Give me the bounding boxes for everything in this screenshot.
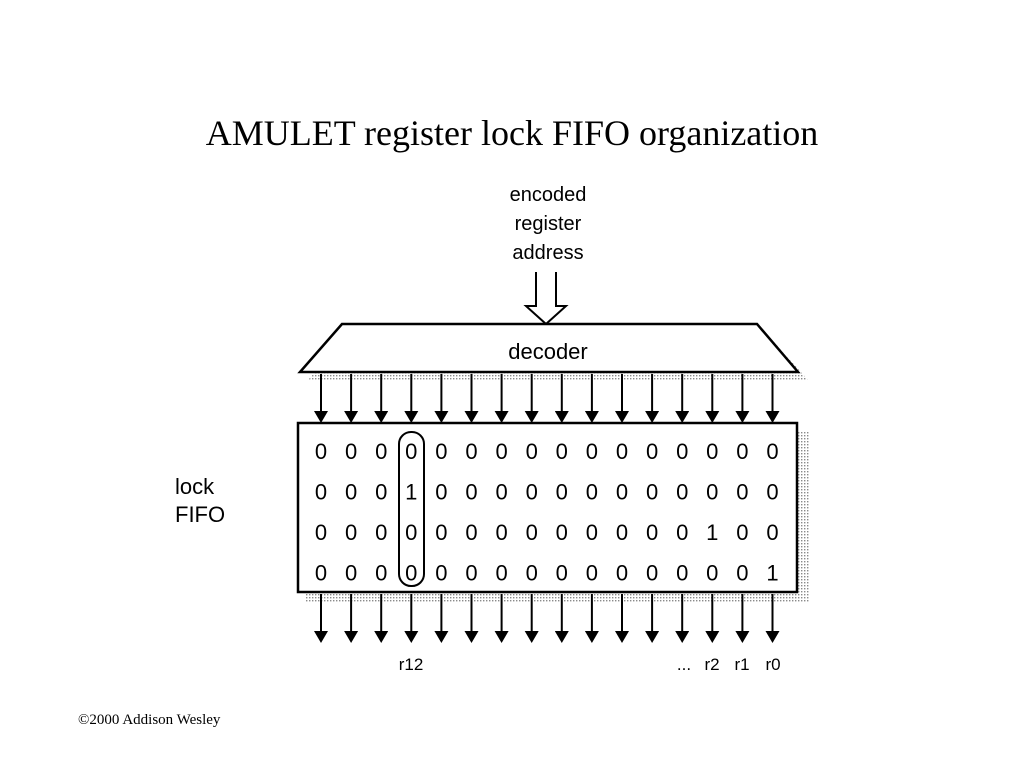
fifo-bit: 0 <box>736 480 748 505</box>
fifo-bit: 0 <box>435 480 447 505</box>
fifo-bit: 0 <box>465 561 477 586</box>
input-arrow-icon <box>523 272 569 326</box>
fifo-bit: 0 <box>736 439 748 464</box>
fifo-bit: 0 <box>646 480 658 505</box>
copyright-notice: ©2000 Addison Wesley <box>78 712 221 728</box>
fifo-bit: 0 <box>586 561 598 586</box>
fifo-bit: 0 <box>526 561 538 586</box>
fifo-bit: 1 <box>766 561 778 586</box>
fifo-bit: 0 <box>315 480 327 505</box>
fifo-bit: 0 <box>405 561 417 586</box>
fifo-bit: 0 <box>526 520 538 545</box>
fifo-bit: 0 <box>676 480 688 505</box>
fifo-bit: 0 <box>495 561 507 586</box>
fifo-bit: 0 <box>616 480 628 505</box>
fifo-bit: 0 <box>556 520 568 545</box>
fifo-block <box>296 421 799 594</box>
fifo-label: lock FIFO <box>175 474 225 527</box>
decoder-output-arrows <box>314 374 780 423</box>
output-labels: r12 ... r2 r1 r0 <box>399 655 781 674</box>
fifo-output-arrows <box>314 594 780 643</box>
fifo-bit: 0 <box>646 520 658 545</box>
fifo-bit: 0 <box>405 520 417 545</box>
fifo-bit: 0 <box>435 520 447 545</box>
fifo-bit: 0 <box>345 439 357 464</box>
fifo-bit: 1 <box>405 480 417 505</box>
decoder-label: decoder <box>508 339 588 364</box>
fifo-bit: 0 <box>315 439 327 464</box>
fifo-bit: 1 <box>706 520 718 545</box>
output-label-r2: r2 <box>704 655 719 674</box>
fifo-bit: 0 <box>526 480 538 505</box>
fifo-bit: 0 <box>736 520 748 545</box>
input-label-line-3: address <box>512 242 583 264</box>
decoder-block <box>297 322 801 374</box>
fifo-bit: 0 <box>435 439 447 464</box>
locked-register-highlight <box>398 431 425 587</box>
fifo-bit: 0 <box>616 439 628 464</box>
output-label-r0: r0 <box>765 655 780 674</box>
output-label-r1: r1 <box>734 655 749 674</box>
fifo-bit: 0 <box>526 439 538 464</box>
fifo-bit: 0 <box>766 439 778 464</box>
fifo-bit: 0 <box>706 561 718 586</box>
fifo-bit: 0 <box>766 480 778 505</box>
fifo-bit: 0 <box>676 439 688 464</box>
fifo-bit: 0 <box>556 561 568 586</box>
fifo-bit: 0 <box>586 520 598 545</box>
fifo-bit: 0 <box>495 480 507 505</box>
fifo-bit: 0 <box>345 480 357 505</box>
slide-title: AMULET register lock FIFO organization <box>205 113 819 153</box>
fifo-bit: 0 <box>706 480 718 505</box>
fifo-bit: 0 <box>405 439 417 464</box>
fifo-bit: 0 <box>495 439 507 464</box>
fifo-bit: 0 <box>345 561 357 586</box>
fifo-bit: 0 <box>586 480 598 505</box>
fifo-bit: 0 <box>345 520 357 545</box>
fifo-bit: 0 <box>465 520 477 545</box>
fifo-bit: 0 <box>556 480 568 505</box>
fifo-bit: 0 <box>736 561 748 586</box>
fifo-bit: 0 <box>375 480 387 505</box>
input-label-line-2: register <box>515 213 582 235</box>
fifo-bit: 0 <box>676 561 688 586</box>
input-label-line-1: encoded <box>510 184 587 206</box>
fifo-bit: 0 <box>315 520 327 545</box>
input-label: encoded register address <box>510 184 587 264</box>
fifo-bit: 0 <box>375 561 387 586</box>
fifo-label-line-1: lock <box>175 474 215 499</box>
fifo-bit: 0 <box>375 520 387 545</box>
output-label-r12: r12 <box>399 655 424 674</box>
fifo-bit: 0 <box>616 520 628 545</box>
fifo-bit: 0 <box>616 561 628 586</box>
fifo-bit: 0 <box>435 561 447 586</box>
fifo-bit: 0 <box>465 439 477 464</box>
fifo-bit: 0 <box>495 520 507 545</box>
fifo-bit: 0 <box>556 439 568 464</box>
output-label-ellipsis: ... <box>677 655 691 674</box>
fifo-bit: 0 <box>676 520 688 545</box>
fifo-bit: 0 <box>706 439 718 464</box>
fifo-bit: 0 <box>586 439 598 464</box>
fifo-bit: 0 <box>766 520 778 545</box>
fifo-label-line-2: FIFO <box>175 502 225 527</box>
fifo-bit: 0 <box>646 439 658 464</box>
fifo-bit: 0 <box>646 561 658 586</box>
fifo-bit: 0 <box>465 480 477 505</box>
fifo-bit: 0 <box>315 561 327 586</box>
fifo-bit: 0 <box>375 439 387 464</box>
